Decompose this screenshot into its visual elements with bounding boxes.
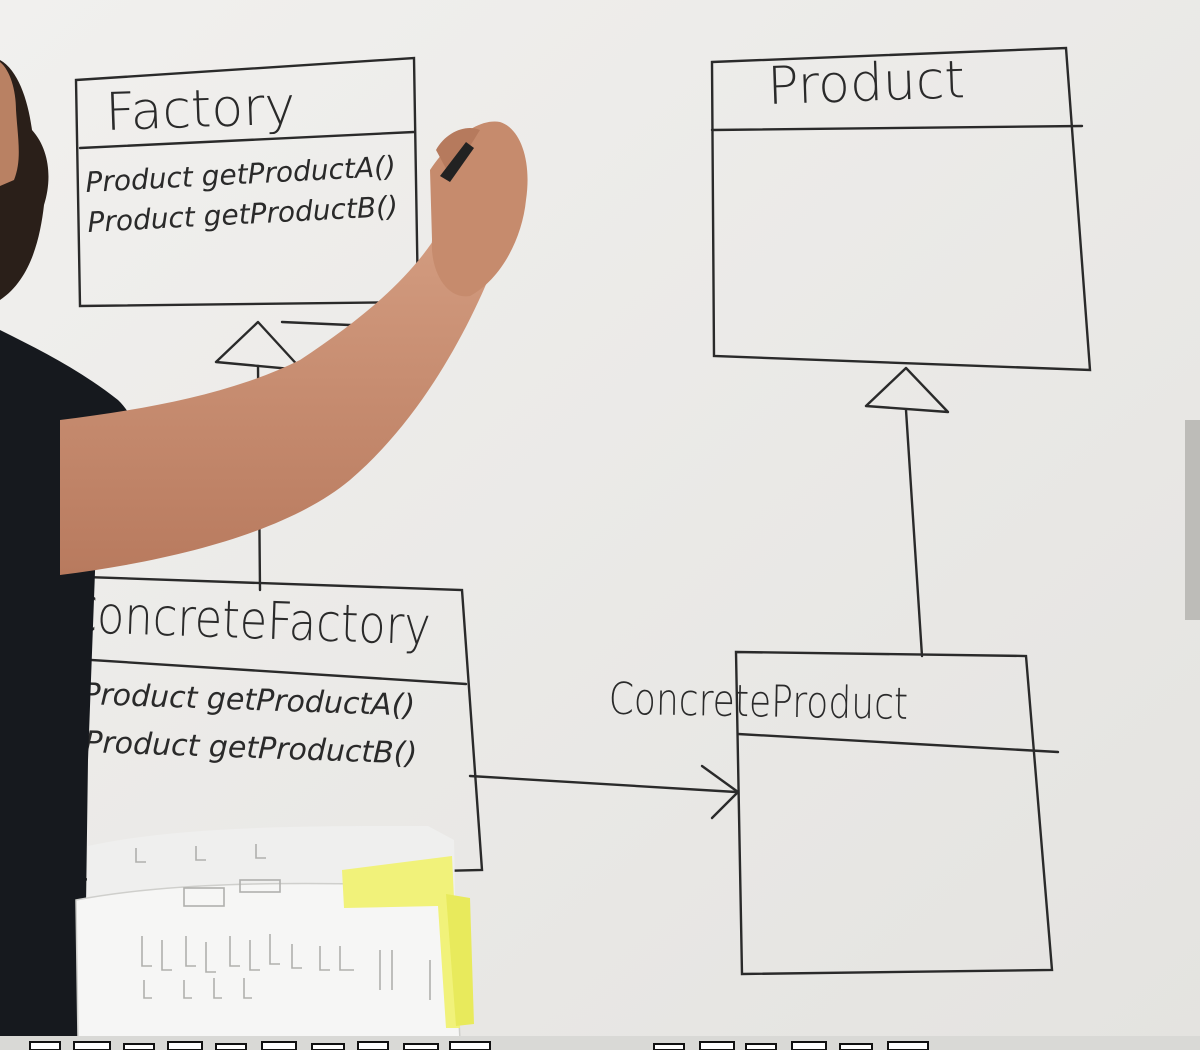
book-diagram-sketch <box>135 844 431 1000</box>
product-class-title: Product <box>766 50 965 117</box>
marker-pen <box>440 142 474 182</box>
presenter <box>0 60 528 1050</box>
presenter-face <box>0 62 19 186</box>
factory-class-title: Factory <box>104 76 296 143</box>
creates-association-arrow <box>468 764 740 820</box>
presenter-fingers <box>436 128 480 176</box>
concrete-product-class-title: ConcreteProduct <box>608 674 908 730</box>
whiteboard-edge <box>1185 420 1200 620</box>
product-class-box <box>710 46 1092 372</box>
sticky-note <box>342 856 460 1028</box>
concrete-product-class-box <box>734 650 1060 976</box>
book-front-page <box>75 882 461 1041</box>
subtitle-cutoff-strokes <box>29 1041 929 1050</box>
sticky-note-tab <box>446 894 474 1026</box>
product-inheritance-arrow <box>864 366 950 658</box>
concrete-factory-class-title: ConcreteFactory <box>65 584 432 657</box>
open-book <box>75 826 474 1041</box>
presenter-arm <box>60 230 500 575</box>
